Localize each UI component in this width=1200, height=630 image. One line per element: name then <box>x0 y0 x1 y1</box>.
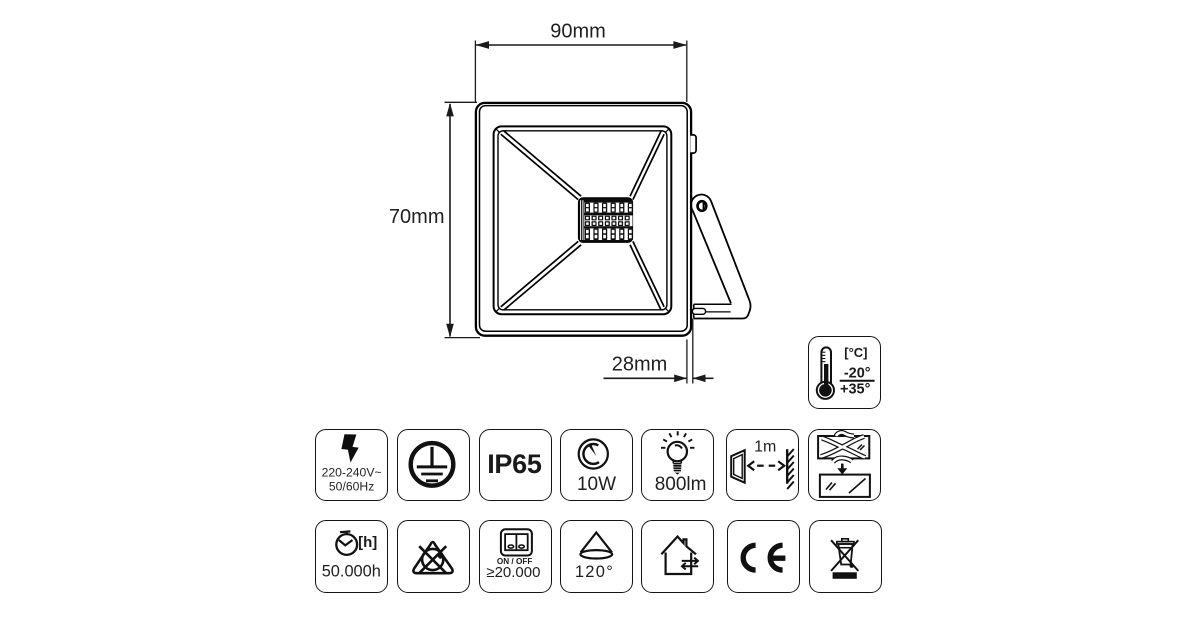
svg-text:120°: 120° <box>575 563 614 581</box>
svg-text:50.000h: 50.000h <box>321 562 380 580</box>
svg-text:90mm: 90mm <box>550 21 606 43</box>
svg-text:-20°: -20° <box>844 365 871 381</box>
svg-text:10W: 10W <box>577 474 616 495</box>
svg-text:+35°: +35° <box>840 381 871 397</box>
svg-text:[h]: [h] <box>358 534 377 551</box>
svg-text:ON / OFF: ON / OFF <box>497 557 532 566</box>
svg-text:≥20.000: ≥20.000 <box>487 564 541 581</box>
svg-text:1m: 1m <box>754 439 776 456</box>
svg-text:50/60Hz: 50/60Hz <box>329 480 374 494</box>
svg-text:28mm: 28mm <box>612 354 668 376</box>
svg-text:IP65: IP65 <box>488 449 543 479</box>
svg-text:220-240V~: 220-240V~ <box>321 466 381 480</box>
svg-text:800lm: 800lm <box>655 474 707 495</box>
svg-text:70mm: 70mm <box>389 206 445 228</box>
svg-text:[°C]: [°C] <box>845 345 868 360</box>
